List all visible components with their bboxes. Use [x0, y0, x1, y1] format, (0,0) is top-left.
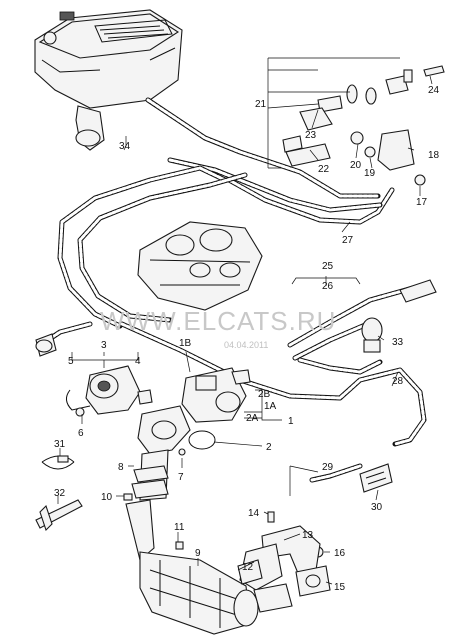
callout-30[interactable]: 30	[371, 502, 383, 513]
callout-11[interactable]: 11	[174, 522, 185, 533]
clamp-30[interactable]	[359, 463, 393, 493]
callout-31[interactable]: 31	[54, 439, 66, 450]
callout-1A[interactable]: 1A	[264, 401, 277, 412]
callout-27[interactable]: 27	[342, 235, 354, 246]
callout-1[interactable]: 1	[288, 416, 294, 427]
callout-9[interactable]: 9	[195, 548, 201, 559]
egr-cooler-valve[interactable]	[181, 367, 251, 423]
vacuum-hose-28[interactable]	[119, 321, 427, 447]
vacuum-lines-25-26[interactable]	[287, 279, 437, 361]
callout-5[interactable]: 5	[68, 356, 74, 367]
callout-12[interactable]: 12	[242, 562, 254, 573]
callout-15[interactable]: 15	[334, 582, 346, 593]
callout-28[interactable]: 28	[392, 376, 404, 387]
callout-32[interactable]: 32	[54, 488, 66, 499]
callout-24[interactable]: 24	[428, 85, 440, 96]
pipe-lower	[253, 583, 293, 613]
connecting-pipe[interactable]	[131, 405, 191, 501]
leader-lines	[57, 57, 433, 585]
callout-17[interactable]: 17	[416, 197, 428, 208]
callout-33[interactable]: 33	[392, 337, 404, 348]
vacuum-hose-loop[interactable]	[45, 165, 248, 343]
gasket-2[interactable]	[188, 430, 216, 450]
hose-29[interactable]	[309, 463, 363, 483]
callout-21[interactable]: 21	[255, 99, 267, 110]
callout-7[interactable]: 7	[178, 472, 184, 483]
callout-26[interactable]: 26	[322, 281, 334, 292]
callout-2A[interactable]: 2A	[246, 413, 259, 424]
vacuum-connector-parts[interactable]	[282, 65, 445, 186]
watermark-date: 04.04.2011	[224, 340, 268, 350]
vacuum-hose-27[interactable]	[145, 97, 395, 225]
cylinder-head	[137, 221, 263, 311]
callout-22[interactable]: 22	[318, 164, 330, 175]
callout-25[interactable]: 25	[322, 261, 334, 272]
callout-8[interactable]: 8	[118, 462, 124, 473]
bolt-11[interactable]	[175, 541, 184, 550]
callout-4[interactable]: 4	[135, 356, 141, 367]
clamp-31[interactable]	[41, 455, 75, 470]
callout-19[interactable]: 19	[364, 168, 376, 179]
flange-15[interactable]	[295, 565, 331, 597]
callout-16[interactable]: 16	[334, 548, 346, 559]
egr-valve-assembly[interactable]	[66, 365, 153, 417]
callout-1B[interactable]: 1B	[179, 338, 192, 349]
vacuum-unit[interactable]	[35, 333, 57, 357]
watermark-text: WWW.ELCATS.RU	[100, 306, 336, 336]
bracket-12[interactable]	[237, 559, 263, 585]
callout-14[interactable]: 14	[248, 508, 260, 519]
callout-3[interactable]: 3	[101, 340, 107, 351]
egr-cooler[interactable]	[125, 499, 259, 635]
callout-2[interactable]: 2	[266, 442, 272, 453]
callout-34[interactable]: 34	[119, 141, 131, 152]
callout-18[interactable]: 18	[428, 150, 440, 161]
bolt-10[interactable]	[123, 493, 133, 501]
callout-6[interactable]: 6	[78, 428, 84, 439]
callout-23[interactable]: 23	[305, 130, 317, 141]
callout-13[interactable]: 13	[302, 530, 314, 541]
bolt-14[interactable]	[267, 511, 275, 523]
callout-20[interactable]: 20	[350, 160, 362, 171]
callout-10[interactable]: 10	[101, 492, 113, 503]
tool-32[interactable]	[35, 499, 83, 532]
callout-2B[interactable]: 2B	[258, 389, 271, 400]
air-filter-housing[interactable]	[34, 9, 183, 151]
callout-29[interactable]: 29	[322, 462, 334, 473]
